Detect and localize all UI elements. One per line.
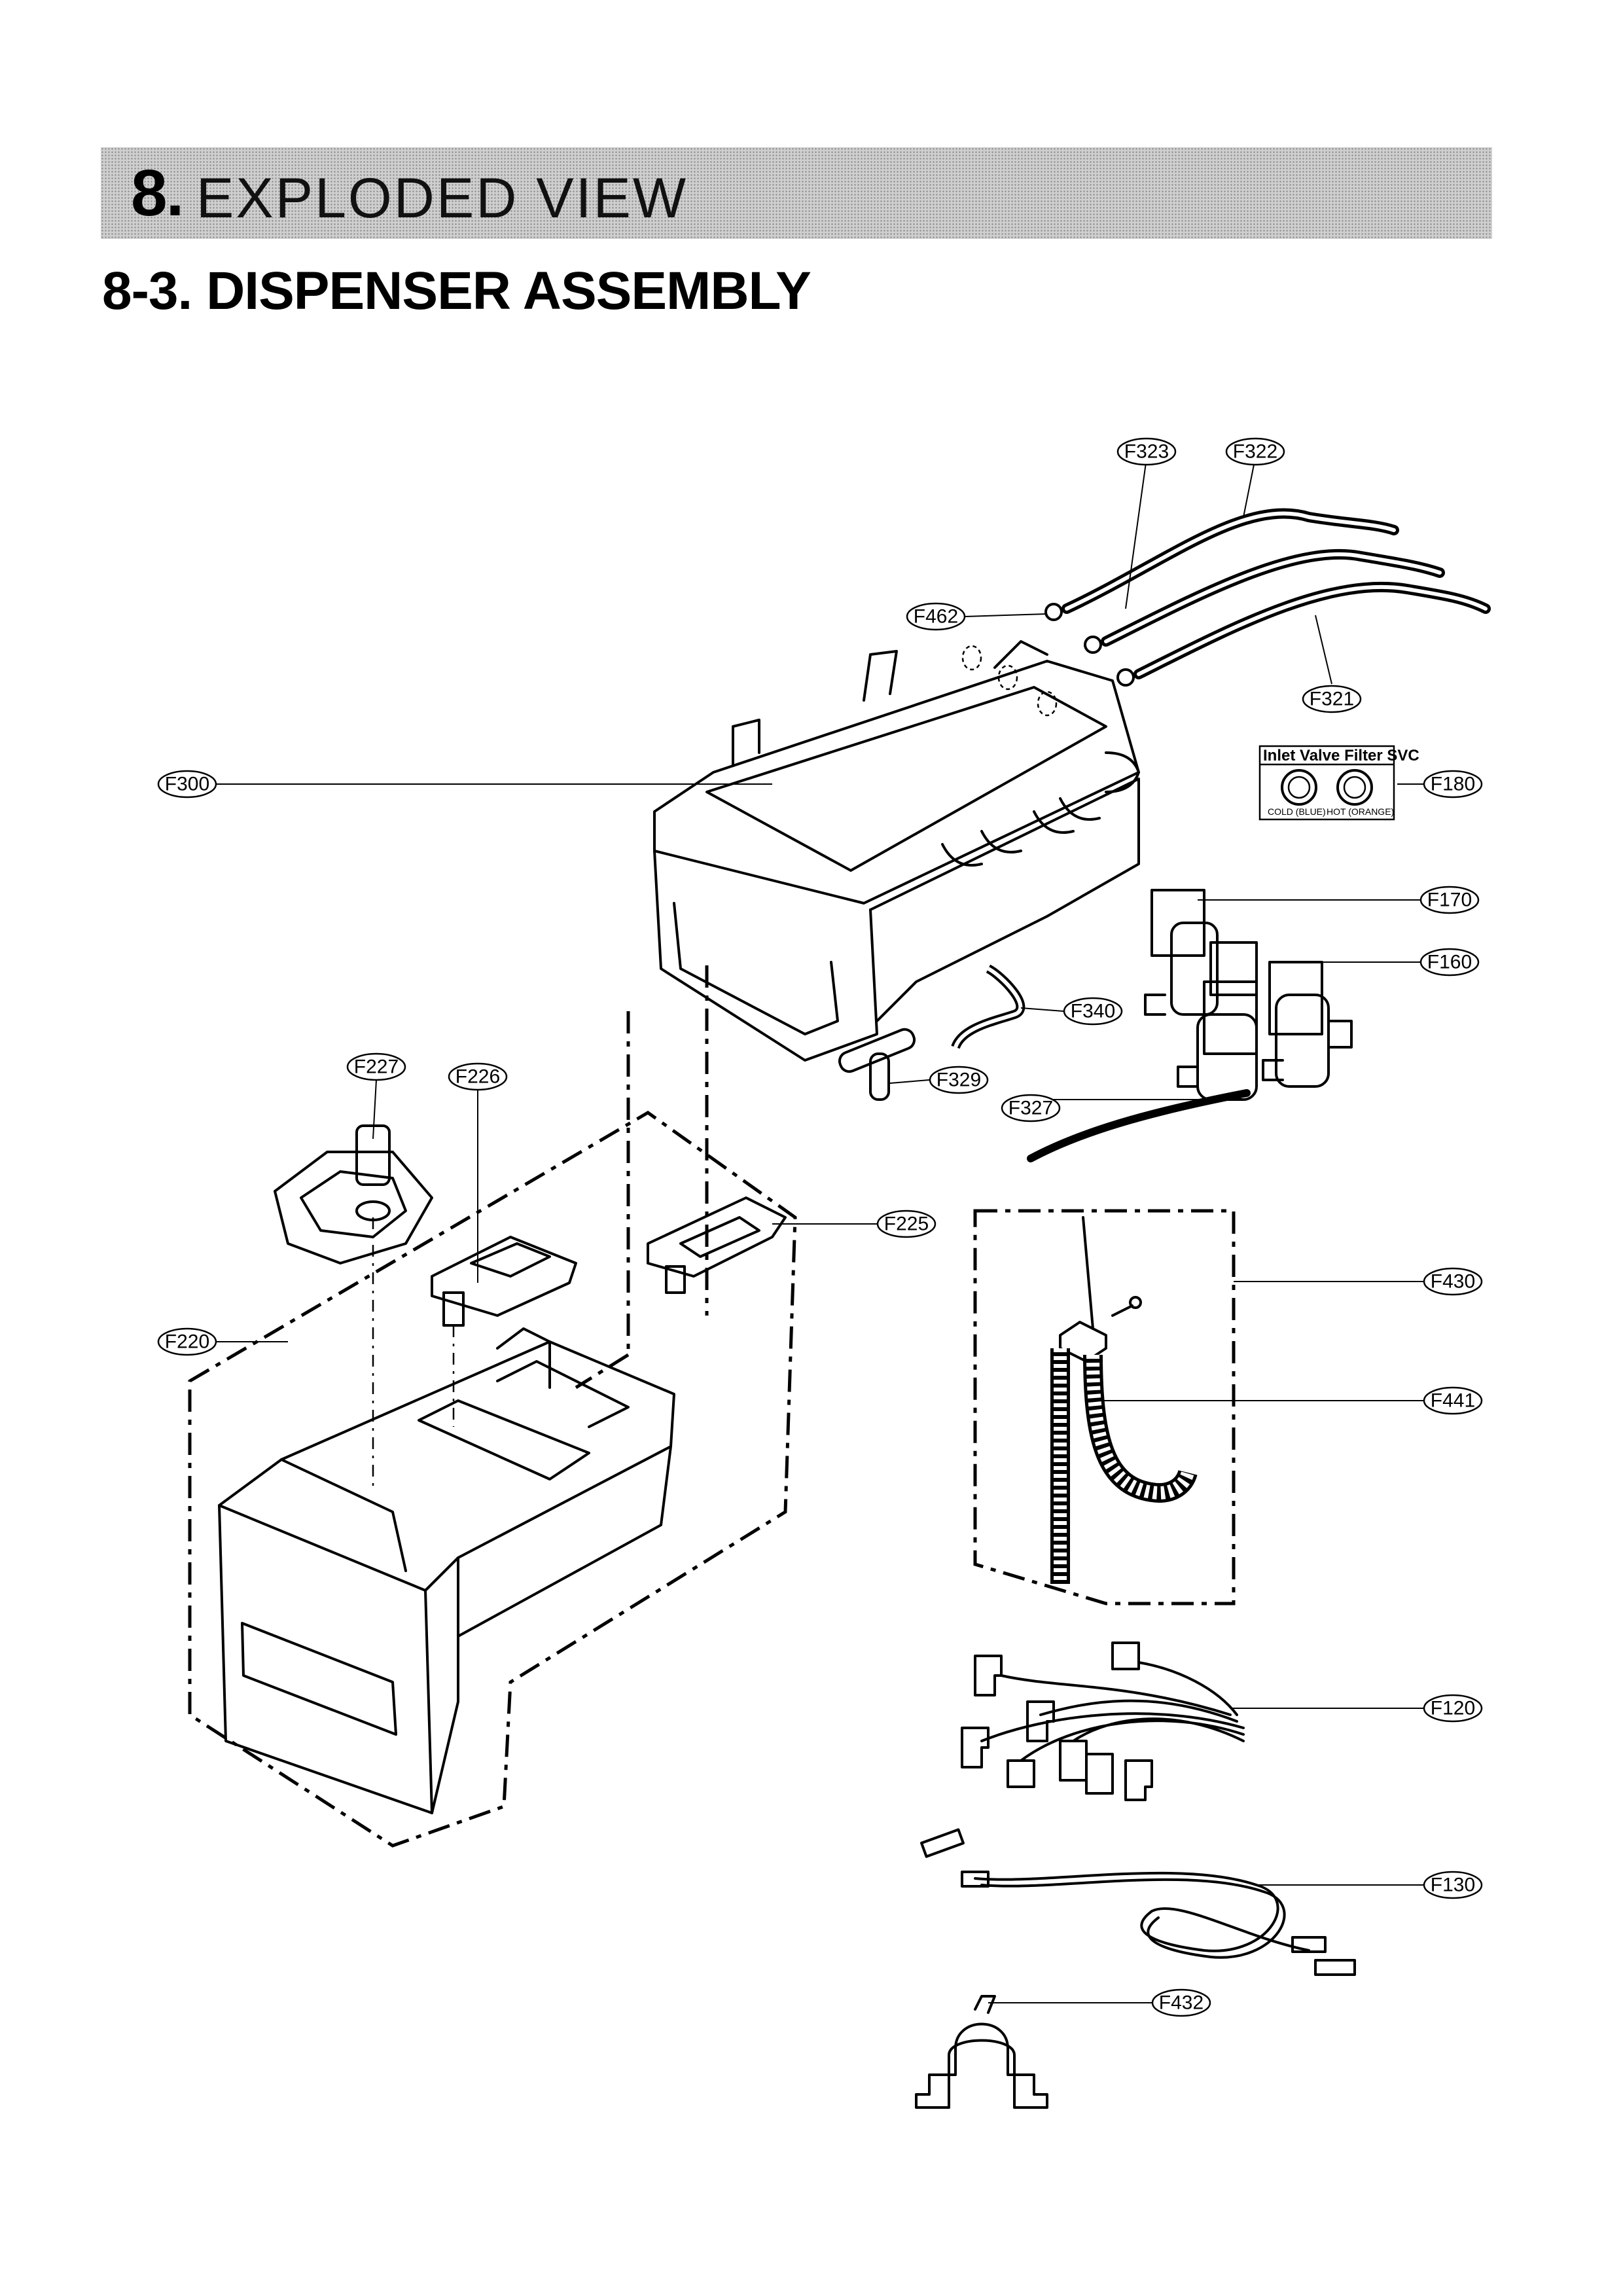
subsection-title: 8-3. DISPENSER ASSEMBLY bbox=[102, 261, 812, 321]
callout-f441: F441 bbox=[1423, 1386, 1483, 1415]
section-number: 8. bbox=[131, 156, 184, 230]
dispenser-drawer bbox=[218, 1327, 675, 1814]
connector-tubes bbox=[838, 964, 1026, 1101]
callout-f170-label: F170 bbox=[1427, 889, 1472, 911]
callout-f430: F430 bbox=[1423, 1267, 1483, 1296]
callout-f227: F227 bbox=[346, 1052, 406, 1081]
callout-f170: F170 bbox=[1419, 886, 1480, 914]
section-title: EXPLODED VIEW bbox=[196, 167, 688, 230]
callout-f180-label: F180 bbox=[1431, 774, 1475, 795]
header-band bbox=[101, 147, 1492, 239]
callout-f180: F180 bbox=[1423, 770, 1483, 798]
callout-f120-label: F120 bbox=[1431, 1698, 1475, 1719]
callout-f430-label: F430 bbox=[1431, 1271, 1475, 1293]
dispenser-housing bbox=[653, 640, 1140, 1062]
callout-f321-label: F321 bbox=[1310, 689, 1354, 710]
wire-harness bbox=[961, 1641, 1245, 1801]
callout-f300: F300 bbox=[157, 770, 217, 798]
callout-f322-label: F322 bbox=[1233, 441, 1277, 463]
filter-hot-label: HOT (ORANGE) bbox=[1327, 806, 1394, 817]
wire-harness-2 bbox=[920, 1828, 1356, 1976]
siphon-cover bbox=[431, 1236, 577, 1427]
housing-guide-line bbox=[575, 1011, 630, 1390]
inlet-hoses bbox=[1044, 508, 1491, 687]
callout-f441-label: F441 bbox=[1431, 1390, 1475, 1412]
callout-f226: F226 bbox=[448, 1062, 508, 1091]
callout-f432-label: F432 bbox=[1159, 1992, 1204, 2014]
callout-f462-label: F462 bbox=[914, 606, 958, 628]
callout-f340: F340 bbox=[1063, 997, 1123, 1026]
callout-f340-label: F340 bbox=[1071, 1001, 1115, 1022]
callout-f327-label: F327 bbox=[1008, 1098, 1053, 1119]
leader-lines bbox=[216, 457, 1423, 2003]
drain-hose-assembly bbox=[1050, 1216, 1198, 1584]
callout-f329: F329 bbox=[929, 1066, 989, 1094]
callout-f323-label: F323 bbox=[1124, 441, 1169, 463]
callout-f160: F160 bbox=[1419, 948, 1480, 977]
hose-f327 bbox=[1027, 1089, 1251, 1162]
siphon-cover-2 bbox=[647, 1196, 787, 1294]
callout-f220-label: F220 bbox=[165, 1331, 209, 1353]
callout-f220: F220 bbox=[157, 1327, 217, 1356]
drawer-outline bbox=[188, 1111, 797, 1848]
callout-f462: F462 bbox=[906, 602, 966, 631]
callout-f120: F120 bbox=[1423, 1694, 1483, 1723]
clip-f432 bbox=[915, 1995, 1048, 2109]
callout-f225: F225 bbox=[876, 1210, 936, 1238]
callout-f323: F323 bbox=[1116, 437, 1177, 466]
callout-f160-label: F160 bbox=[1427, 952, 1472, 973]
inlet-valves bbox=[1144, 889, 1353, 1101]
callout-f225-label: F225 bbox=[884, 1213, 929, 1235]
callout-f327: F327 bbox=[1001, 1094, 1061, 1122]
inlet-filter-title: Inlet Valve Filter SVC bbox=[1263, 747, 1419, 764]
callout-f226-label: F226 bbox=[455, 1066, 500, 1088]
callout-f329-label: F329 bbox=[936, 1069, 981, 1091]
inlet-valve-filter-box: Inlet Valve Filter SVC COLD (BLUE) HOT (… bbox=[1258, 745, 1419, 821]
callout-f432: F432 bbox=[1151, 1988, 1211, 2017]
siphon-cap bbox=[274, 1124, 433, 1486]
filter-cold-label: COLD (BLUE) bbox=[1268, 806, 1326, 817]
callout-f130-label: F130 bbox=[1431, 1874, 1475, 1896]
callout-f227-label: F227 bbox=[354, 1056, 399, 1078]
callout-f300-label: F300 bbox=[165, 774, 209, 795]
callout-f130: F130 bbox=[1423, 1871, 1483, 1899]
callout-f322: F322 bbox=[1225, 437, 1285, 466]
callout-f321: F321 bbox=[1302, 685, 1362, 713]
